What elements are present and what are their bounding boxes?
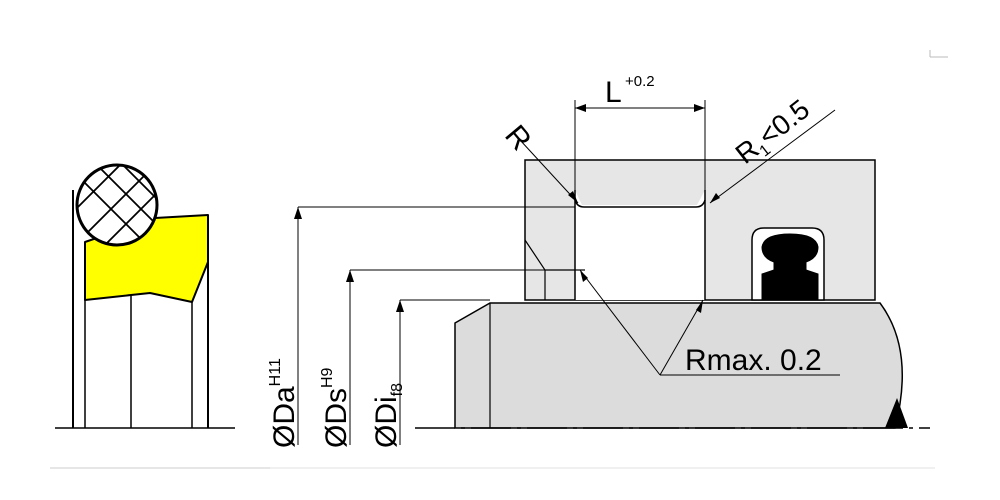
dimension-lines: [270, 50, 948, 469]
radius-one-leader: [709, 109, 836, 204]
svg-text:ØDif8: ØDif8: [370, 383, 406, 448]
di-symbol: ØDi: [370, 396, 403, 448]
arrow-r1: [710, 193, 720, 203]
arrow-di: [396, 300, 404, 312]
da-tolerance: H11: [267, 358, 284, 386]
radius-label: R: [498, 119, 537, 157]
radius-leader: [519, 139, 579, 204]
groove-cutout: [575, 190, 705, 300]
groove-width-tolerance: +0.2: [625, 73, 655, 90]
arrow-l-right: [694, 104, 705, 112]
arrow-ds: [346, 270, 354, 282]
ds-symbol: ØDs: [320, 388, 353, 448]
di-tolerance: f8: [389, 383, 406, 396]
da-label: ØDaH11: [267, 358, 301, 448]
wiper-seal-black: [761, 233, 819, 301]
rod: [415, 302, 930, 429]
groove-width-label: L: [605, 76, 622, 109]
ds-label: ØDsH9: [319, 367, 353, 448]
oring-circle: [75, 163, 159, 247]
da-symbol: ØDa: [268, 386, 301, 448]
arrow-r: [568, 191, 578, 203]
rod-radius-leader-2: [659, 299, 704, 376]
rod-end-triangle: [885, 398, 908, 428]
rod-radius-label: Rmax. 0.2: [685, 344, 822, 377]
seal-cross-section: [50, 163, 270, 469]
svg-text:ØDaH11: ØDaH11: [267, 358, 301, 448]
di-label: ØDif8: [370, 383, 406, 448]
housing-assembly: [524, 159, 876, 301]
rod-radius-leader-1: [579, 269, 661, 376]
arrow-da: [294, 207, 302, 219]
rod-body: [454, 302, 903, 429]
dimension-arrows: [294, 104, 720, 313]
arrow-l-left: [575, 104, 586, 112]
groove-outline: [574, 190, 706, 208]
arrow-rmax-2: [696, 300, 703, 313]
ds-tolerance: H9: [319, 367, 336, 388]
svg-text:ØDsH9: ØDsH9: [319, 367, 353, 448]
arrow-rmax-1: [580, 270, 588, 282]
